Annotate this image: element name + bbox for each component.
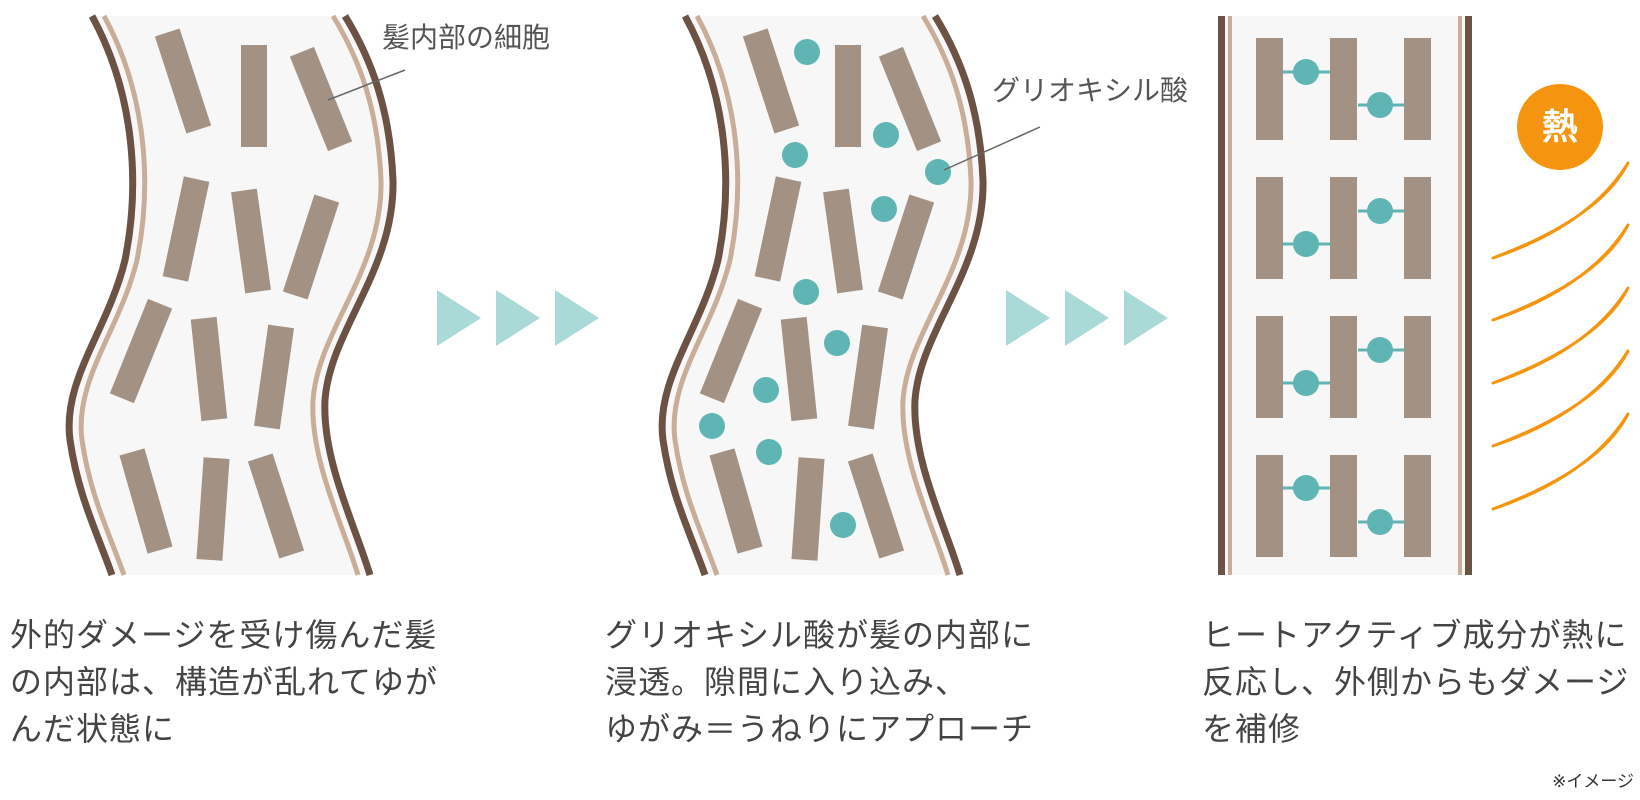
cell	[1330, 455, 1357, 557]
arrow-triangle	[555, 290, 599, 346]
caption-damaged: 外的ダメージを受け傷んだ髪 の内部は、構造が乱れてゆが んだ状態に	[10, 612, 490, 753]
acid-molecule	[753, 377, 779, 403]
cell	[1256, 455, 1283, 557]
caption-penetration: グリオキシル酸が髪の内部に 浸透。隙間に入り込み、 ゆがみ＝うねりにアプローチ	[605, 612, 1085, 753]
acid-molecule	[824, 330, 850, 356]
cell	[699, 298, 763, 404]
cell	[119, 448, 173, 554]
cell	[877, 194, 935, 300]
arrow-triangle	[1006, 290, 1050, 346]
cell	[754, 176, 802, 282]
heat-wave	[1491, 286, 1630, 385]
cell	[1404, 455, 1431, 557]
acid-molecule	[925, 159, 951, 185]
caption-line: んだ状態に	[10, 710, 176, 748]
arrow-triangle	[1124, 290, 1168, 346]
arrow-triangle	[1065, 290, 1109, 346]
caption-line: グリオキシル酸が髪の内部に	[605, 616, 1035, 654]
acid-molecule	[1367, 337, 1393, 363]
cell	[1256, 177, 1283, 279]
acid-molecule	[1293, 370, 1319, 396]
cell	[282, 194, 340, 300]
cell	[190, 316, 228, 422]
caption-line: の内部は、構造が乱れてゆが	[10, 663, 439, 701]
acid-molecule	[782, 142, 808, 168]
acid-molecule	[1367, 198, 1393, 224]
caption-line: ゆがみ＝うねりにアプローチ	[605, 710, 1035, 748]
cell	[231, 188, 271, 294]
caption-line: 外的ダメージを受け傷んだ髪	[10, 616, 438, 654]
panel-acid-penetration: グリオキシル酸	[658, 14, 1188, 577]
heat-badge	[1517, 84, 1603, 170]
cell	[742, 28, 800, 134]
acid-molecule	[871, 196, 897, 222]
caption-line: 浸透。隙間に入り込み、	[605, 663, 969, 701]
cell	[848, 324, 888, 430]
arrow-triangle	[496, 290, 540, 346]
heat-wave	[1491, 223, 1630, 322]
cell	[1404, 38, 1431, 140]
cell	[1330, 38, 1357, 140]
arrow-triangle	[437, 290, 481, 346]
caption-line: ヒートアクティブ成分が熱に	[1202, 616, 1628, 654]
cell	[241, 45, 267, 147]
cell	[154, 28, 212, 134]
heat-waves	[1491, 161, 1630, 511]
heat-label: 熱	[1542, 107, 1578, 148]
acid-molecule	[756, 439, 782, 465]
cell	[791, 457, 825, 561]
caption-line: 反応し、外側からもダメージ	[1202, 663, 1630, 701]
acid-molecule	[1367, 92, 1393, 118]
cell	[823, 188, 863, 294]
panel-repaired-hair	[1218, 16, 1472, 575]
acid-molecule	[1293, 59, 1319, 85]
heat-wave	[1491, 349, 1630, 448]
cell	[780, 316, 818, 422]
acid-molecule	[1367, 509, 1393, 535]
caption-repair: ヒートアクティブ成分が熱に 反応し、外側からもダメージ を補修	[1202, 612, 1640, 753]
cell	[109, 298, 173, 404]
panel-damaged-hair: 髪内部の細胞	[65, 14, 550, 577]
cell	[709, 448, 763, 554]
acid-molecule	[1293, 475, 1319, 501]
caption-line: を補修	[1202, 710, 1302, 748]
acid-molecule	[873, 122, 899, 148]
heat-indicator: 熱	[1491, 84, 1630, 511]
cell	[289, 46, 353, 152]
hair-strand-1	[69, 16, 394, 575]
acid-molecules	[699, 39, 951, 538]
label-acid: グリオキシル酸	[992, 74, 1188, 107]
cell	[162, 176, 210, 282]
heat-wave	[1491, 412, 1630, 511]
bonded-cell-rows	[1256, 38, 1431, 557]
hair-cells-disordered	[109, 28, 353, 561]
acid-molecule	[699, 413, 725, 439]
arrow-group-1	[437, 290, 599, 346]
cell	[1256, 38, 1283, 140]
heat-wave	[1491, 161, 1630, 260]
cell	[1404, 316, 1431, 418]
cell	[1256, 316, 1283, 418]
cell	[878, 46, 942, 152]
cell	[247, 453, 305, 559]
acid-molecule	[1293, 231, 1319, 257]
cell	[1330, 316, 1357, 418]
hair-repair-diagram: 髪内部の細胞	[65, 14, 1630, 577]
cell	[1404, 177, 1431, 279]
image-note: ※イメージ	[1552, 772, 1634, 792]
acid-molecule	[830, 512, 856, 538]
label-hair-cells: 髪内部の細胞	[382, 21, 550, 54]
hair-cells-disordered	[699, 28, 942, 561]
cell	[196, 457, 230, 561]
cell	[847, 453, 905, 559]
acid-molecule	[793, 279, 819, 305]
cell	[1330, 177, 1357, 279]
acid-molecule	[794, 39, 820, 65]
cell	[835, 45, 861, 147]
cell	[254, 324, 294, 430]
arrow-group-2	[1006, 290, 1168, 346]
